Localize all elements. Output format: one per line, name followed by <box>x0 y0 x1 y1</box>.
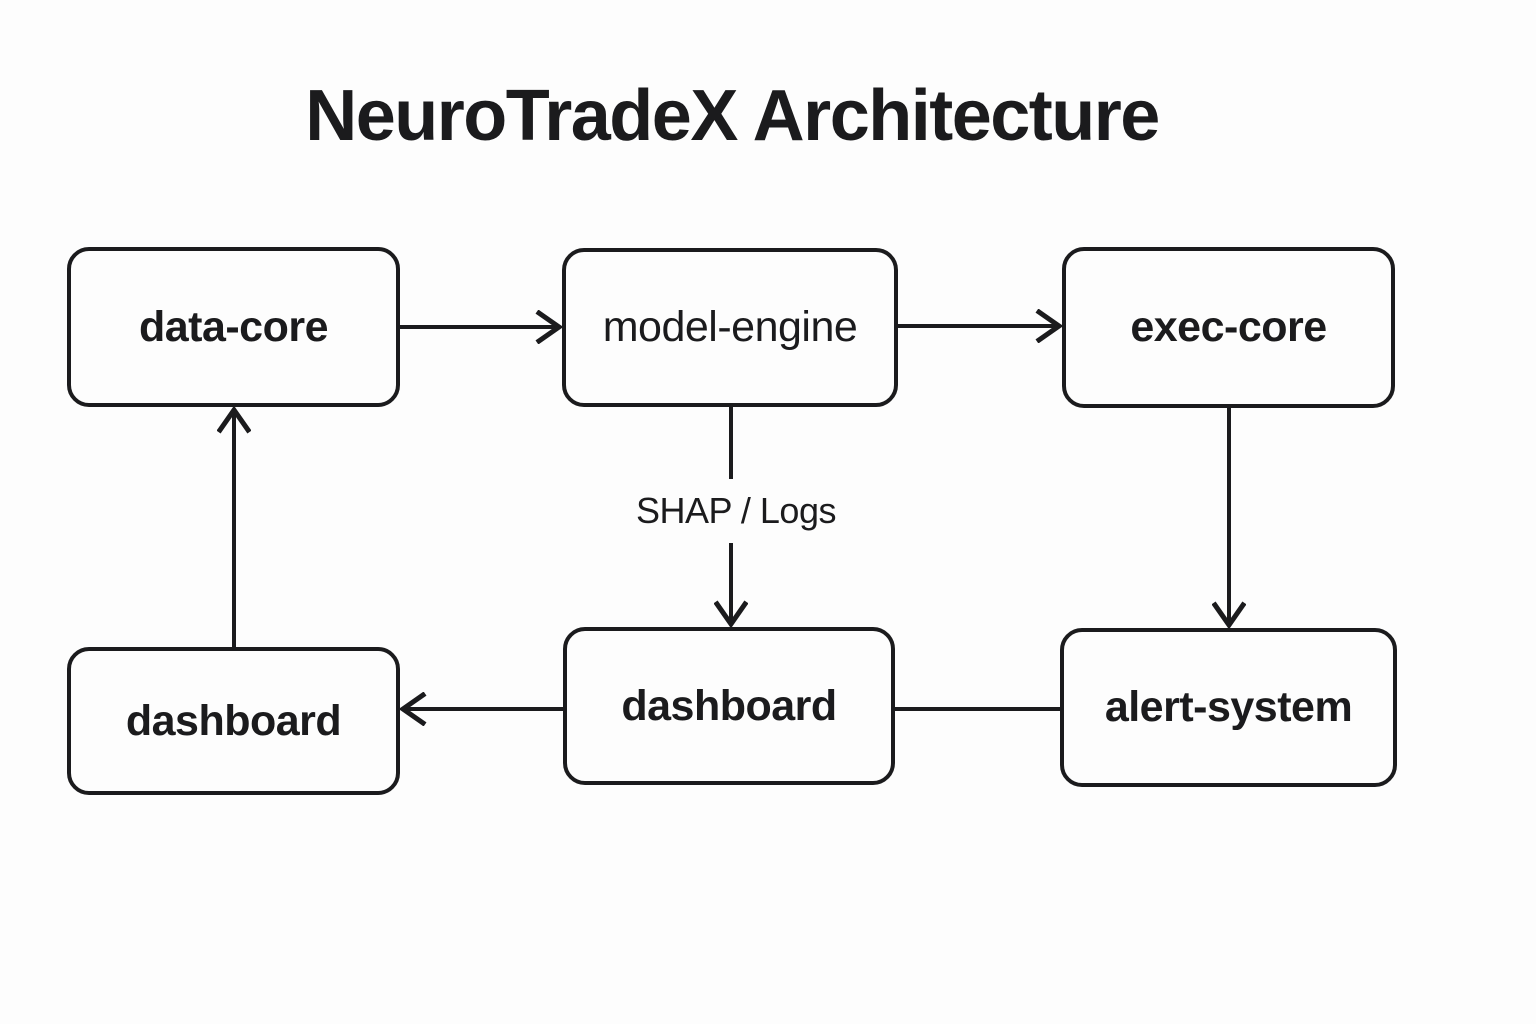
node-exec-core: exec-core <box>1062 247 1395 408</box>
edge-label-shap-logs: SHAP / Logs <box>636 490 836 531</box>
diagram-title: NeuroTradeX Architecture <box>305 76 1160 156</box>
node-model-engine: model-engine <box>562 248 898 407</box>
node-data-core: data-core <box>67 247 400 407</box>
node-alert-system: alert-system <box>1060 628 1397 787</box>
node-dashboard-left: dashboard <box>67 647 400 795</box>
node-dashboard-mid: dashboard <box>563 627 895 785</box>
